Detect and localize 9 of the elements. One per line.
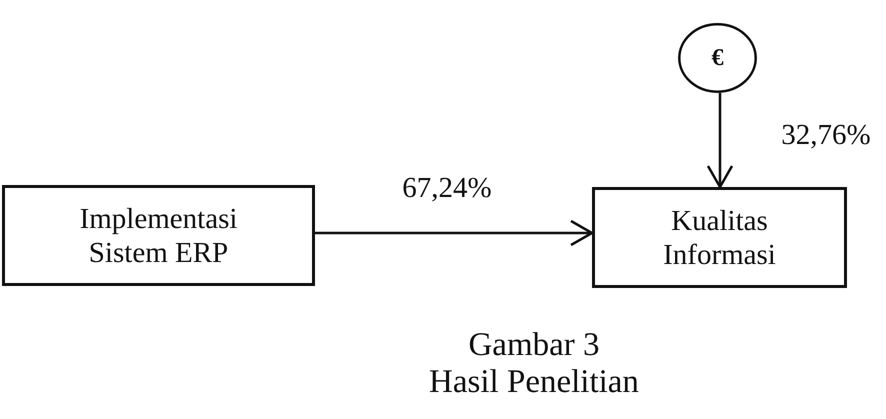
node-label: Kualitas Informasi <box>662 204 777 272</box>
node-label: Implementasi Sistem ERP <box>78 202 238 270</box>
arrow <box>315 220 594 246</box>
variable-box <box>592 187 847 288</box>
arrow <box>706 92 734 188</box>
circle-node <box>678 23 757 93</box>
symbol-label: € <box>712 45 724 71</box>
figure-caption: Gambar 3 Hasil Penelitian <box>429 327 639 401</box>
variable-box <box>2 185 315 286</box>
